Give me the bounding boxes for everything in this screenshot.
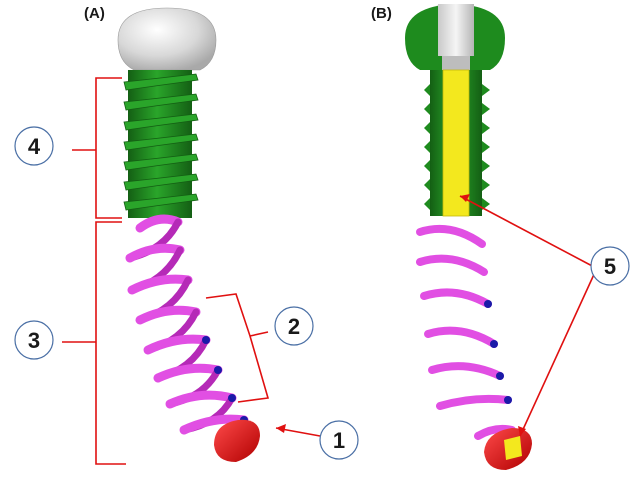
panel-label-b: (B) <box>371 5 392 22</box>
coil-end <box>228 394 236 402</box>
thread-a <box>123 193 199 211</box>
coil-section <box>420 288 492 308</box>
hex-bore <box>438 4 474 56</box>
coil-front <box>125 243 185 263</box>
callout-1: 1 <box>319 420 359 460</box>
coil-front <box>179 414 249 435</box>
thread-b <box>424 179 430 191</box>
thread-a <box>123 73 199 91</box>
thread-b <box>424 141 430 153</box>
thread-b <box>424 198 430 210</box>
brackets <box>62 77 597 465</box>
thread-b <box>424 122 430 134</box>
coil-front <box>165 390 237 409</box>
coil-front <box>143 334 211 355</box>
spring-coil-a <box>125 214 249 435</box>
callout-3-number: 3 <box>28 328 40 353</box>
arrow-5-core <box>459 195 597 269</box>
thread-b <box>482 103 490 115</box>
implant-b-section <box>405 4 532 470</box>
thread-b <box>482 198 490 210</box>
coil-end <box>484 300 492 308</box>
thread-b <box>424 103 430 115</box>
thread-a <box>123 113 199 131</box>
coil-section <box>424 326 498 348</box>
thread-b <box>424 84 430 96</box>
coil-end <box>202 336 210 344</box>
bracket-4 <box>72 77 122 219</box>
callout-4-number: 4 <box>28 134 41 159</box>
thread-b <box>482 179 490 191</box>
coil-section <box>416 254 488 276</box>
screw-body-a <box>123 70 199 218</box>
callout-5-number: 5 <box>604 254 616 279</box>
coil-end <box>490 340 498 348</box>
coil-end <box>214 366 222 374</box>
thread-a <box>123 93 199 111</box>
coil-end <box>496 372 504 380</box>
tip-core <box>504 436 522 460</box>
inner-core <box>442 69 470 217</box>
thread-a <box>123 173 199 191</box>
screw-body-b <box>424 69 490 217</box>
callout-1-number: 1 <box>333 428 345 453</box>
head-section-b <box>405 4 505 70</box>
thread-a <box>123 153 199 171</box>
coil-section <box>436 394 512 410</box>
thread-a <box>123 133 199 151</box>
thread-b <box>482 160 490 172</box>
bracket-3 <box>62 221 126 465</box>
thread-b <box>424 160 430 172</box>
coil-end <box>504 396 512 404</box>
panel-label-a: (A) <box>84 5 105 22</box>
coil-sections-b <box>416 224 516 440</box>
callout-3: 3 <box>14 320 54 360</box>
callout-4: 4 <box>14 126 54 166</box>
bracket-2 <box>205 293 270 403</box>
head-sphere-a <box>117 7 217 71</box>
callout-2-number: 2 <box>288 314 300 339</box>
coil-front <box>153 363 223 383</box>
callout-2: 2 <box>274 306 314 346</box>
thread-b <box>482 84 490 96</box>
thread-b <box>482 141 490 153</box>
coil-front <box>127 274 193 295</box>
tip-cap-b <box>484 428 532 470</box>
arrow-5-tip <box>519 269 597 437</box>
implant-a <box>117 7 260 462</box>
callout-5: 5 <box>590 246 630 286</box>
coil-section <box>428 362 504 380</box>
tip-cap-a <box>214 419 260 462</box>
coil-front <box>135 305 201 325</box>
coil-section <box>416 224 486 248</box>
thread-b <box>482 122 490 134</box>
